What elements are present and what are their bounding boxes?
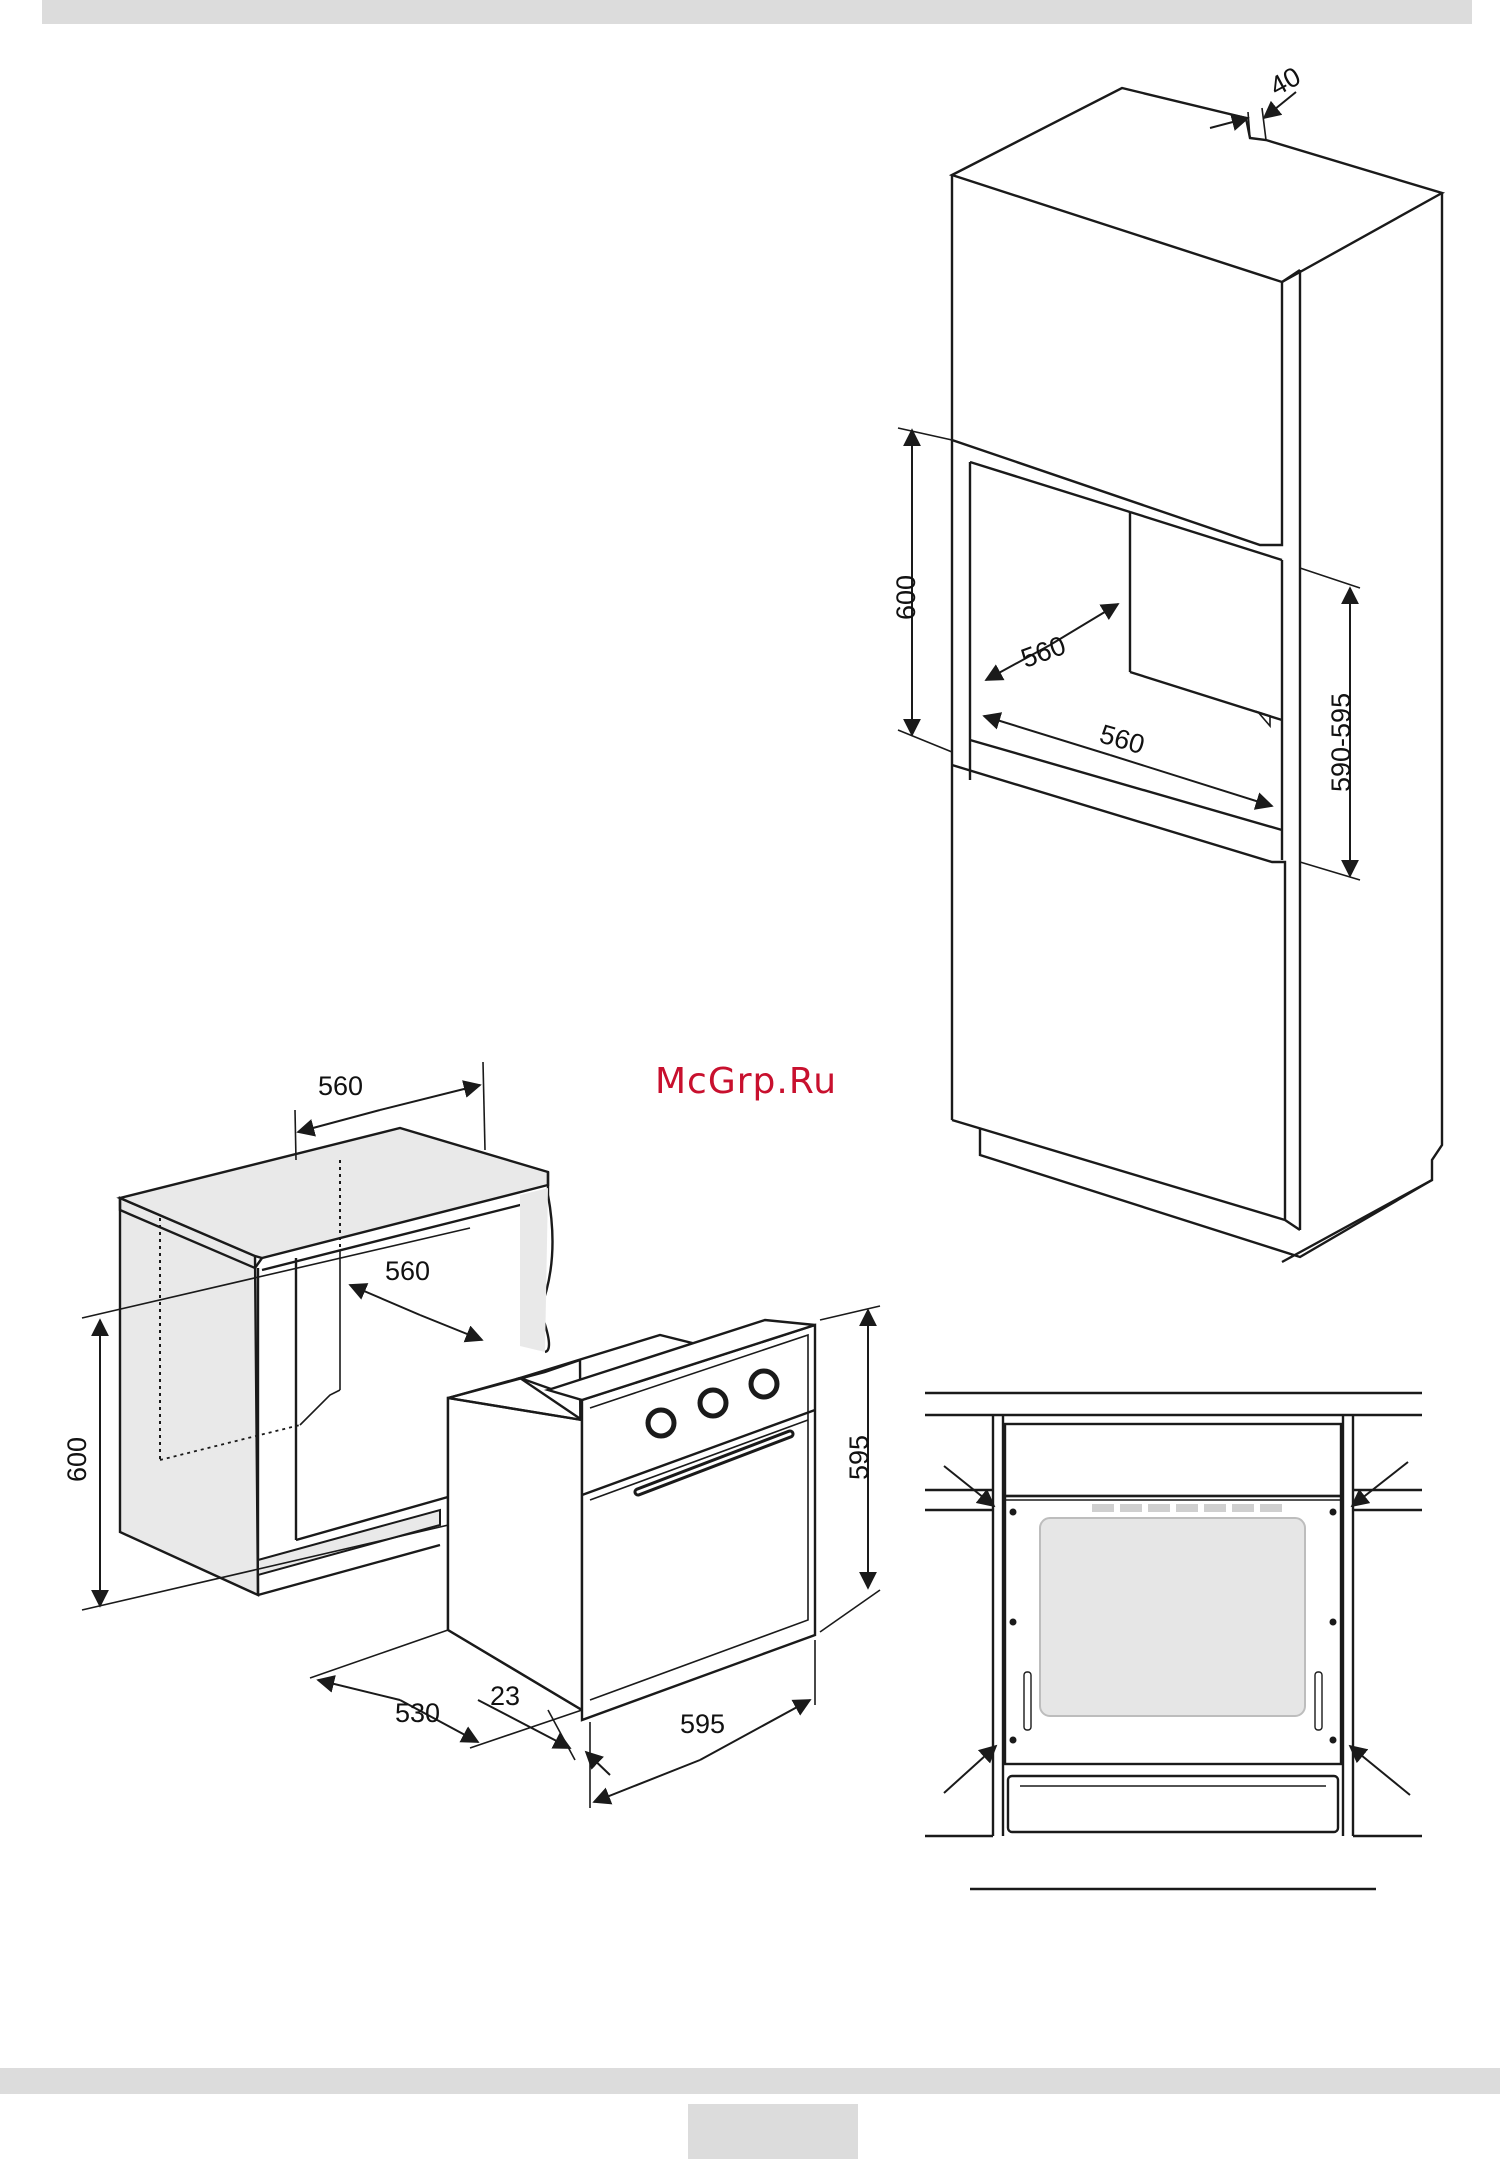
dim-530-depth-label: 530 [395,1698,440,1728]
knob-3-icon [751,1371,777,1397]
dim-23-offset-label: 23 [490,1681,520,1711]
oven-glass [1040,1518,1305,1716]
watermark: McGrp.Ru [655,1061,837,1102]
oven-drawing [448,1320,815,1720]
dim-595-height-label: 595 [844,1435,874,1480]
dim-590-595-label: 590-595 [1326,693,1356,792]
knob-2-icon [700,1390,726,1416]
dim-560-depth-base-label: 560 [385,1256,430,1286]
dim-600-base-label: 600 [62,1437,92,1482]
knob-1-icon [648,1410,674,1436]
tall-cabinet-drawing [952,88,1442,1262]
front-view-drawing [925,1393,1422,1889]
vent-slots [1092,1504,1282,1512]
dim-595-height: 595 [820,1306,880,1632]
dim-40-label: 40 [1265,61,1306,102]
dim-40: 40 [1210,61,1305,140]
dim-560-depth-base: 560 [350,1256,482,1340]
dim-595-width-label: 595 [680,1709,725,1739]
dim-600-tall: 600 [891,428,952,752]
dim-560-width-tall: 560 [984,716,1272,806]
dim-560-depth-tall-label: 560 [1017,630,1070,674]
dim-560-width-base-label: 560 [318,1071,363,1101]
dim-590-595: 590-595 [1300,568,1360,880]
dim-560-depth-tall: 560 [986,604,1118,680]
dim-600-tall-label: 600 [891,575,921,620]
